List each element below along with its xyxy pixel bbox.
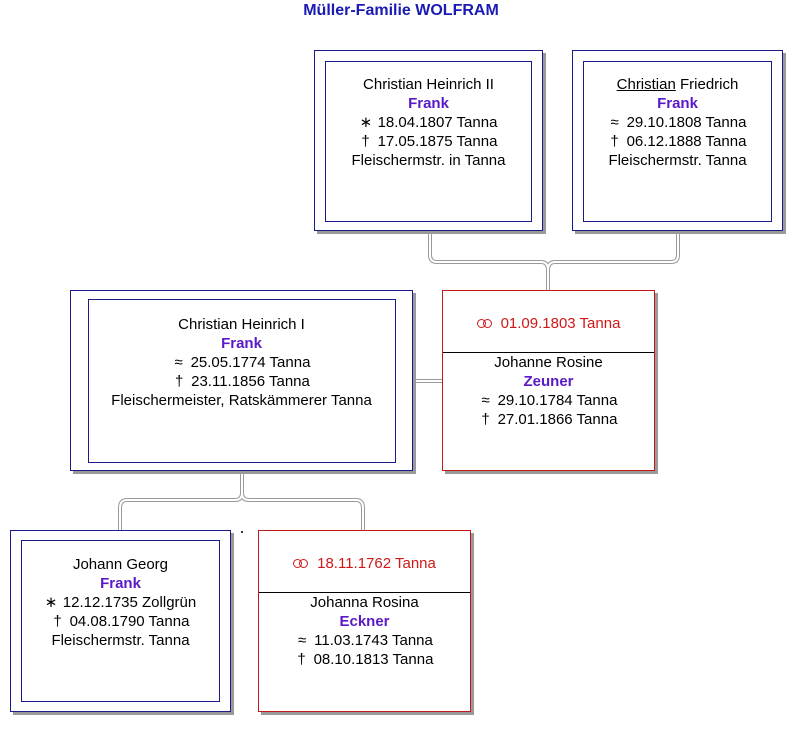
birth-line: ∗12.12.1735 Zollgrün	[11, 593, 230, 612]
person-card-inner-frame	[21, 540, 220, 702]
given-name: Johanne Rosine	[494, 354, 603, 371]
death-cross-icon: †	[610, 133, 619, 150]
birth-line: ∗18.04.1807 Tanna	[315, 113, 542, 132]
death-date: 17.05.1875 Tanna	[377, 133, 498, 150]
baptism-line: ≈11.03.1743 Tanna	[259, 631, 470, 650]
connector-top-right	[546, 232, 680, 271]
death-date: 23.11.1856 Tanna	[191, 373, 310, 390]
given-name: Johanna Rosina	[310, 594, 419, 611]
baptism-approx-icon: ≈	[610, 114, 619, 131]
surname: Frank	[657, 95, 698, 112]
person-details: Johann Georg Frank ∗12.12.1735 Zollgrün …	[11, 555, 230, 650]
person-card-inner-frame	[325, 61, 532, 222]
occupation: Fleischermstr. Tanna	[51, 632, 190, 649]
death-line: † 17.05.1875 Tanna	[315, 132, 542, 151]
given-name: Johann Georg	[72, 556, 169, 573]
death-date: 08.10.1813 Tanna	[313, 651, 434, 668]
occupation: Fleischermstr. Tanna	[608, 152, 747, 169]
marriage-rings-icon	[293, 558, 309, 568]
marriage-rings-icon	[476, 318, 493, 328]
death-date: 06.12.1888 Tanna	[626, 133, 747, 150]
baptism-date: 11.03.1743 Tanna	[314, 632, 433, 649]
given-name-rest: Friedrich	[675, 76, 739, 93]
page-title: Müller-Familie WOLFRAM	[303, 2, 499, 19]
baptism-line: ≈29.10.1808 Tanna	[573, 113, 782, 132]
death-line: † 27.01.1866 Tanna	[443, 410, 654, 429]
given-name: Christian Heinrich II	[363, 76, 494, 93]
surname: Frank	[100, 575, 141, 592]
given-name: Christian Friedrich	[573, 75, 782, 94]
divider	[443, 352, 654, 353]
baptism-date: 29.10.1784 Tanna	[497, 392, 618, 409]
marriage-line: 01.09.1803 Tanna	[443, 315, 654, 332]
person-card-inner-frame	[88, 299, 396, 463]
person-details: Christian Heinrich II Frank ∗18.04.1807 …	[315, 75, 542, 170]
surname: Frank	[221, 335, 262, 352]
occupation: Fleischermstr. in Tanna	[351, 152, 506, 169]
birth-asterisk-icon: ∗	[359, 114, 373, 131]
birth-date: 18.04.1807 Tanna	[377, 114, 498, 131]
death-line: † 06.12.1888 Tanna	[573, 132, 782, 151]
baptism-approx-icon: ≈	[481, 392, 490, 409]
death-cross-icon: †	[53, 613, 62, 630]
death-line: † 23.11.1856 Tanna	[71, 372, 412, 391]
baptism-date: 25.05.1774 Tanna	[190, 354, 311, 371]
death-cross-icon: †	[361, 133, 370, 150]
surname: Frank	[408, 95, 449, 112]
death-date: 04.08.1790 Tanna	[69, 613, 190, 630]
person-details: Johanne Rosine Zeuner ≈29.10.1784 Tanna …	[443, 353, 654, 429]
stray-dot	[241, 531, 243, 533]
connector-bottom-right	[240, 492, 365, 531]
divider	[259, 592, 470, 593]
person-details: Johanna Rosina Eckner ≈11.03.1743 Tanna …	[259, 593, 470, 669]
person-card-christian-heinrich-ii[interactable]: Christian Heinrich II Frank ∗18.04.1807 …	[314, 50, 543, 231]
death-line: † 04.08.1790 Tanna	[11, 612, 230, 631]
occupation: Fleischermeister, Ratskämmerer Tanna	[111, 392, 372, 409]
connector-bottom-left	[118, 472, 244, 531]
person-card-christian-friedrich[interactable]: Christian Friedrich Frank ≈29.10.1808 Ta…	[572, 50, 783, 231]
marriage-line: 18.11.1762 Tanna	[259, 555, 470, 572]
spouse-card-johanna-rosina[interactable]: 18.11.1762 Tanna Johanna Rosina Eckner ≈…	[258, 530, 471, 712]
person-card-inner-frame	[583, 61, 772, 222]
person-details: Christian Friedrich Frank ≈29.10.1808 Ta…	[573, 75, 782, 170]
marriage-date: 18.11.1762 Tanna	[317, 555, 436, 572]
death-date: 27.01.1866 Tanna	[497, 411, 618, 428]
person-card-johann-georg[interactable]: Johann Georg Frank ∗12.12.1735 Zollgrün …	[10, 530, 231, 712]
baptism-approx-icon: ≈	[174, 354, 183, 371]
baptism-date: 29.10.1808 Tanna	[626, 114, 747, 131]
spouse-card-johanne-rosine[interactable]: 01.09.1803 Tanna Johanne Rosine Zeuner ≈…	[442, 290, 655, 471]
person-details: Christian Heinrich I Frank ≈25.05.1774 T…	[71, 315, 412, 410]
baptism-line: ≈25.05.1774 Tanna	[71, 353, 412, 372]
surname: Eckner	[339, 613, 390, 630]
death-line: † 08.10.1813 Tanna	[259, 650, 470, 669]
birth-asterisk-icon: ∗	[44, 594, 58, 611]
death-cross-icon: †	[297, 651, 306, 668]
person-card-christian-heinrich-i[interactable]: Christian Heinrich I Frank ≈25.05.1774 T…	[70, 290, 413, 471]
surname: Zeuner	[523, 373, 574, 390]
marriage-date: 01.09.1803 Tanna	[500, 315, 621, 332]
death-cross-icon: †	[174, 373, 184, 390]
baptism-approx-icon: ≈	[298, 632, 307, 649]
given-name-call: Christian	[616, 76, 676, 93]
birth-date: 12.12.1735 Zollgrün	[62, 594, 197, 611]
baptism-line: ≈29.10.1784 Tanna	[443, 391, 654, 410]
death-cross-icon: †	[481, 411, 490, 428]
given-name: Christian Heinrich I	[178, 316, 305, 333]
